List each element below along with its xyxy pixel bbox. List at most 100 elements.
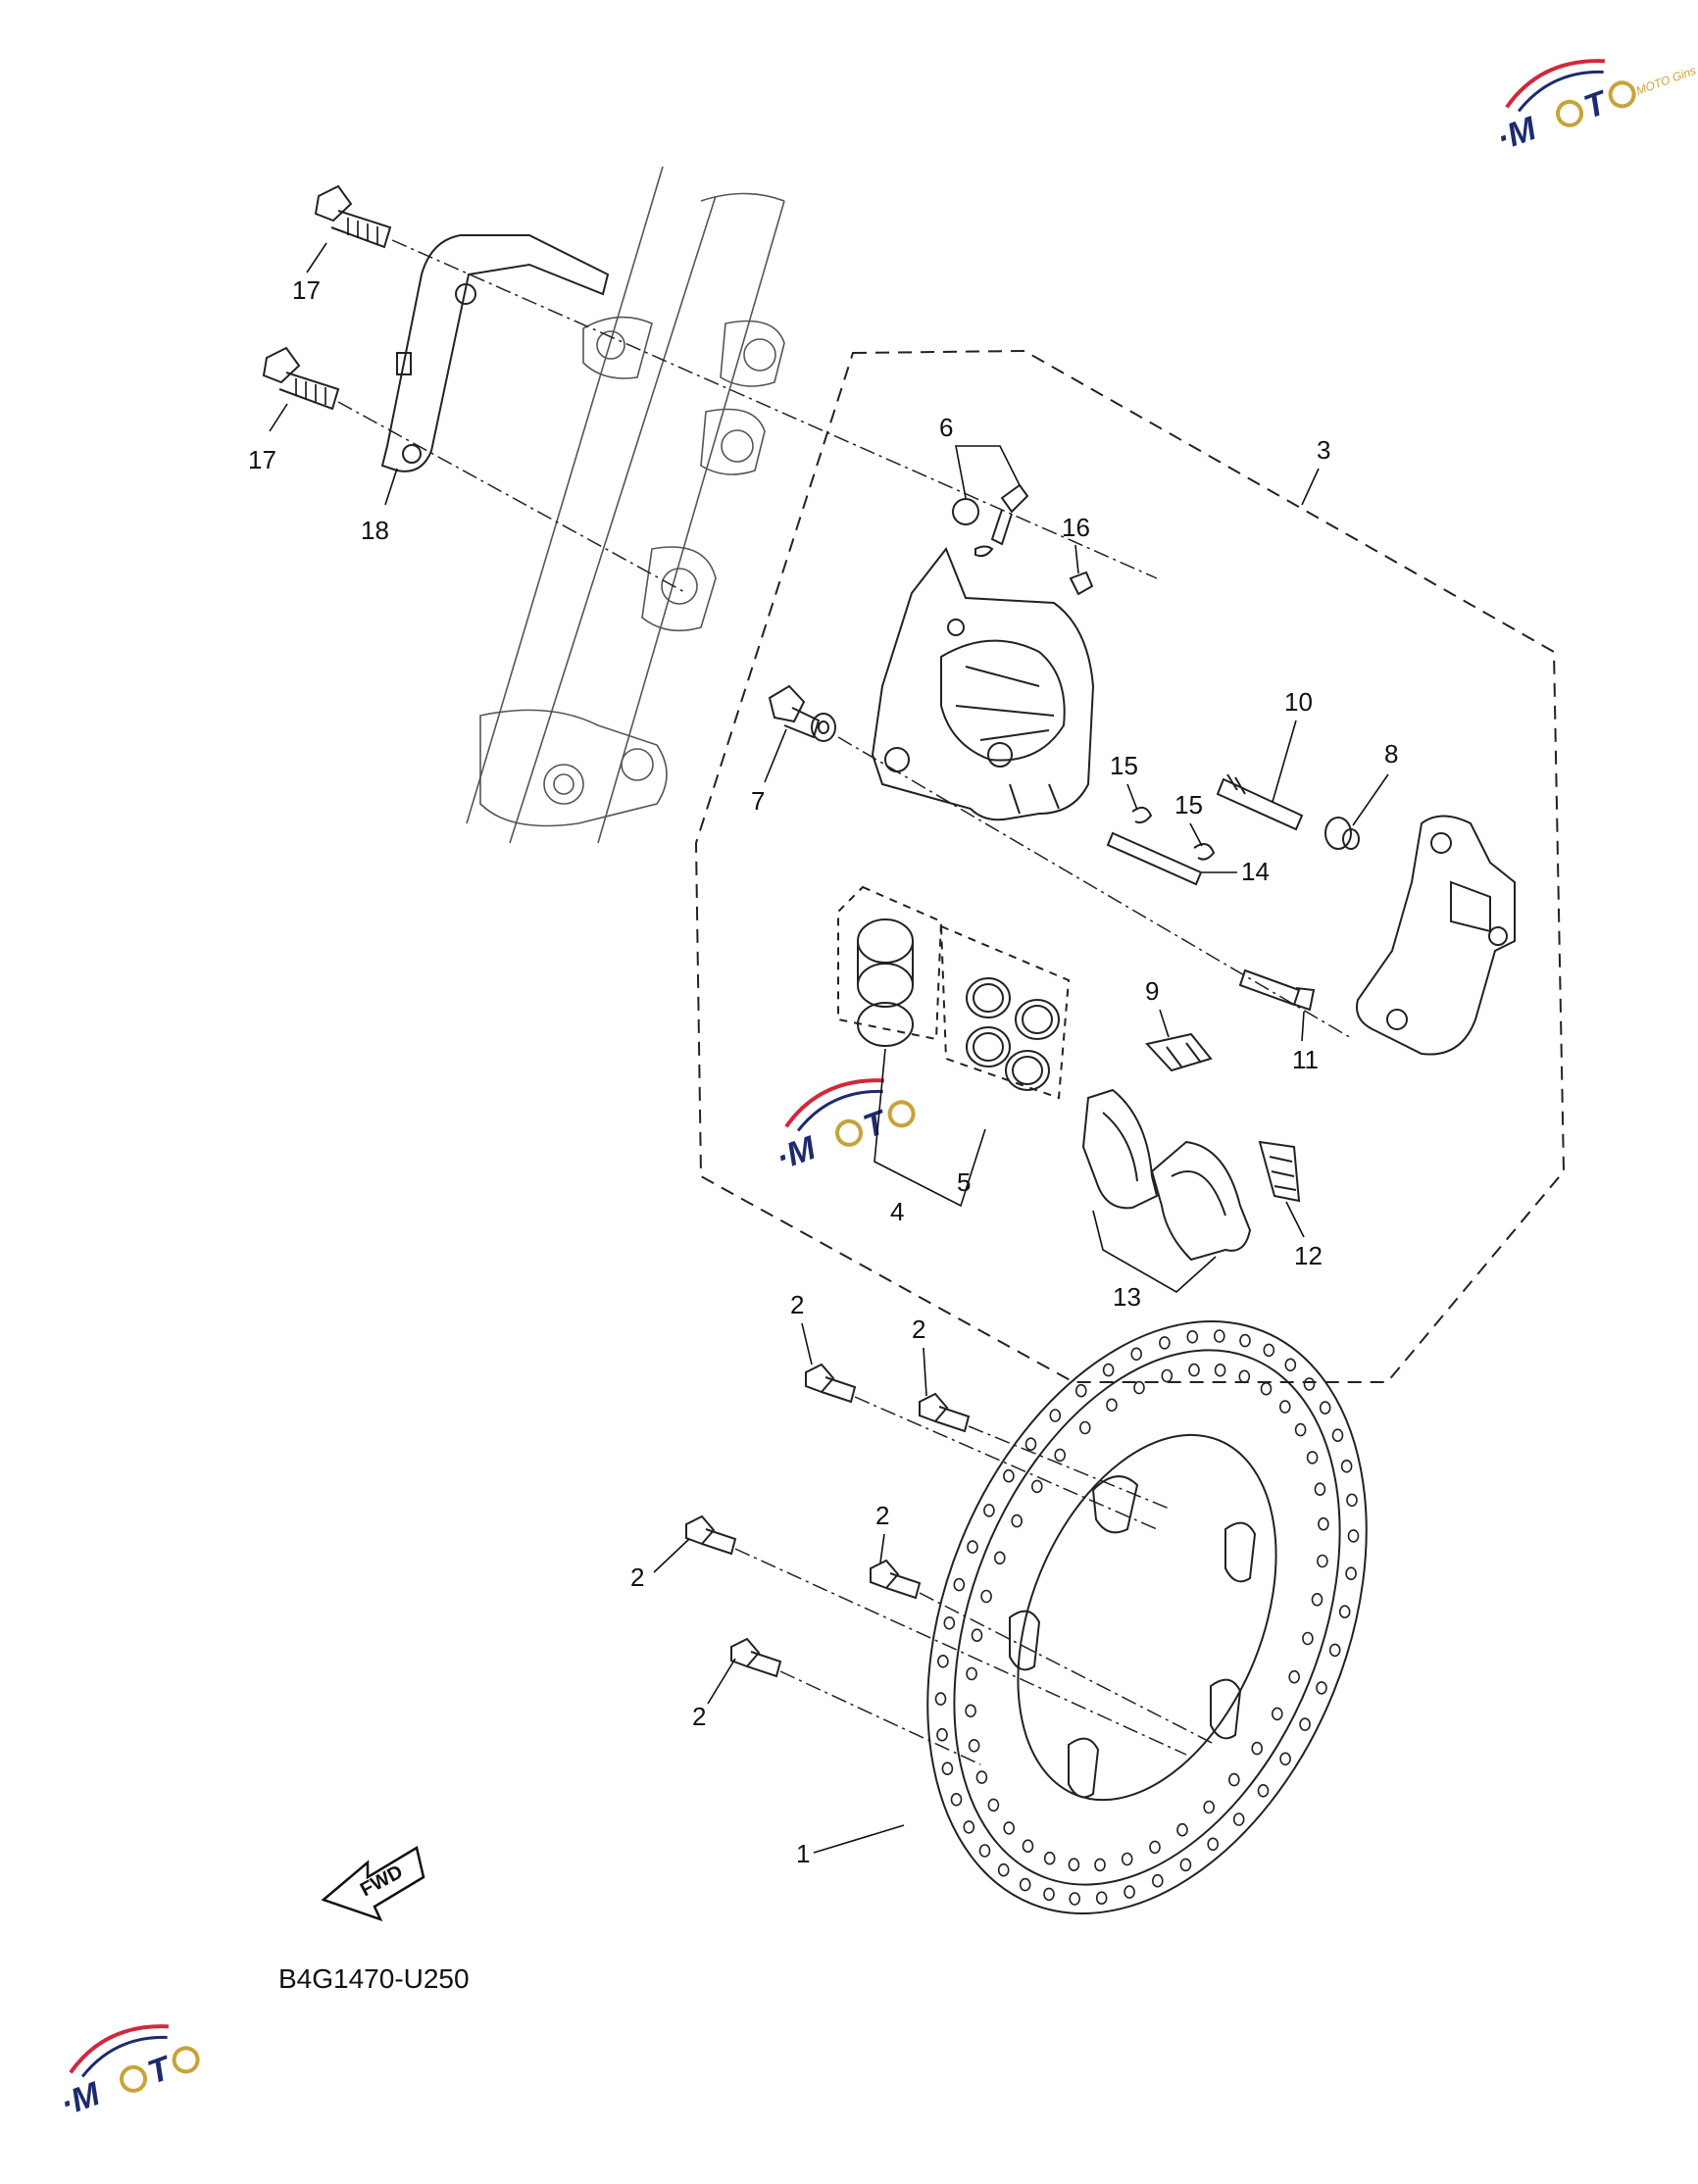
callout-10: 10 (1284, 687, 1313, 717)
disc-vent-hole (1257, 1784, 1270, 1798)
disc-vent-hole (1022, 1839, 1034, 1853)
callout-17-upper: 17 (292, 275, 321, 305)
disc-vent-hole (1303, 1377, 1316, 1391)
callout-2c: 2 (875, 1501, 889, 1530)
disc-vent-hole (1159, 1336, 1171, 1350)
callout-2a: 2 (790, 1290, 804, 1319)
disc-vent-hole (1288, 1669, 1300, 1684)
fork-leg (466, 166, 785, 844)
brake-pads-13 (1081, 1088, 1252, 1262)
axis-line-disc-d (919, 1592, 1217, 1746)
callout-3: 3 (1317, 435, 1330, 465)
disc-vent-hole (936, 1727, 948, 1742)
disc-vent-hole (963, 1820, 975, 1834)
disc-vent-hole (1019, 1877, 1031, 1892)
disc-vent-hole (1347, 1529, 1360, 1543)
svg-text:T: T (143, 2049, 178, 2092)
bushing-8 (1324, 817, 1360, 850)
disc-vent-hole (1214, 1329, 1225, 1343)
bolt-17-upper (314, 184, 392, 249)
disc-vent-hole (978, 1844, 991, 1858)
axis-line-7 (837, 736, 1354, 1040)
watermark-logo-bottom: ·M T (56, 2024, 200, 2123)
disc-vent-hole (1302, 1631, 1314, 1646)
disc-vent-hole (1328, 1643, 1341, 1658)
disc-vent-hole (1186, 1330, 1199, 1344)
callout-2e: 2 (692, 1702, 706, 1731)
callout-1: 1 (796, 1839, 810, 1868)
callout-2b: 2 (912, 1315, 925, 1344)
disc-vent-hole (1161, 1368, 1174, 1383)
plug-16 (1069, 571, 1094, 596)
disc-vent-hole (1317, 1554, 1328, 1568)
callout-16: 16 (1062, 513, 1090, 542)
disc-vent-hole (1239, 1333, 1251, 1348)
disc-vent-hole (965, 1704, 976, 1718)
disc-vent-hole (1152, 1873, 1164, 1888)
callout-5: 5 (957, 1167, 971, 1197)
disc-vent-hole (1260, 1382, 1273, 1396)
disc-vent-hole (1284, 1358, 1297, 1372)
callout-13: 13 (1113, 1282, 1141, 1312)
disc-vent-hole (1314, 1482, 1326, 1496)
disc-vent-hole (1003, 1468, 1015, 1483)
disc-vent-hole (1054, 1448, 1066, 1463)
disc-vent-hole (1251, 1741, 1263, 1756)
disc-vent-hole (1272, 1707, 1283, 1721)
clip-15b (1193, 843, 1216, 861)
axis-line-disc-a (854, 1396, 1158, 1530)
disc-vent-hole (937, 1655, 949, 1668)
pin-11 (1238, 968, 1316, 1012)
disc-vent-hole (1043, 1851, 1056, 1865)
callout-9: 9 (1145, 976, 1159, 1006)
seals-5 (939, 924, 1071, 1100)
disc-vent-hole (1311, 1593, 1323, 1607)
disc-vent-hole (950, 1793, 963, 1807)
disc-vent-hole (1238, 1369, 1251, 1384)
callout-2d: 2 (630, 1563, 644, 1592)
disc-vent-hole (1068, 1858, 1080, 1871)
axis-line-17-upper (391, 239, 1158, 579)
watermark-text: MOTO Gins (1634, 64, 1698, 98)
disc-vent-hole (1011, 1514, 1023, 1528)
disc-bolt-2b (919, 1392, 971, 1433)
watermark-logo-top: ·M T MOTO Gins (1492, 59, 1698, 158)
disc-vent-hole (1075, 1383, 1087, 1398)
disc-vent-hole (941, 1762, 954, 1775)
disc-vent-hole (1149, 1840, 1161, 1855)
disc-vent-hole (1079, 1420, 1091, 1435)
disc-vent-hole (1130, 1347, 1142, 1362)
disc-vent-hole (980, 1589, 992, 1604)
callout-15-lower: 15 (1174, 790, 1203, 819)
pad-spring-9 (1145, 1032, 1213, 1072)
disc-vent-hole (1094, 1858, 1106, 1872)
svg-text:·M: ·M (1492, 110, 1542, 158)
disc-vent-hole (943, 1616, 956, 1630)
disc-vent-hole (1279, 1400, 1291, 1414)
clip-15a (1131, 806, 1153, 824)
disc-vent-hole (968, 1739, 980, 1753)
disc-vent-hole (1228, 1772, 1240, 1787)
disc-vent-hole (953, 1577, 966, 1592)
disc-bolt-2e (730, 1637, 782, 1678)
disc-vent-hole (1340, 1460, 1353, 1473)
pad-pin-14 (1106, 831, 1203, 886)
disc-vent-hole (1102, 1363, 1115, 1377)
disc-vent-hole (934, 1692, 947, 1706)
disc-vent-hole (967, 1540, 978, 1554)
disc-vent-hole (1331, 1428, 1344, 1442)
disc-vent-hole (1203, 1800, 1215, 1814)
svg-text:·M: ·M (56, 2075, 106, 2123)
callout-15-upper: 15 (1110, 751, 1138, 780)
callout-11: 11 (1292, 1045, 1319, 1074)
disc-vent-hole (1176, 1822, 1188, 1837)
disc-vent-hole (997, 1862, 1010, 1877)
bolt-17-lower (262, 346, 340, 411)
disc-vent-hole (1279, 1752, 1291, 1766)
disc-vent-hole (1179, 1858, 1192, 1872)
disc-vent-hole (1121, 1852, 1133, 1866)
caliper-support-bracket (1356, 815, 1516, 1056)
disc-vent-hole (993, 1551, 1006, 1565)
disc-vent-hole (1024, 1437, 1037, 1451)
